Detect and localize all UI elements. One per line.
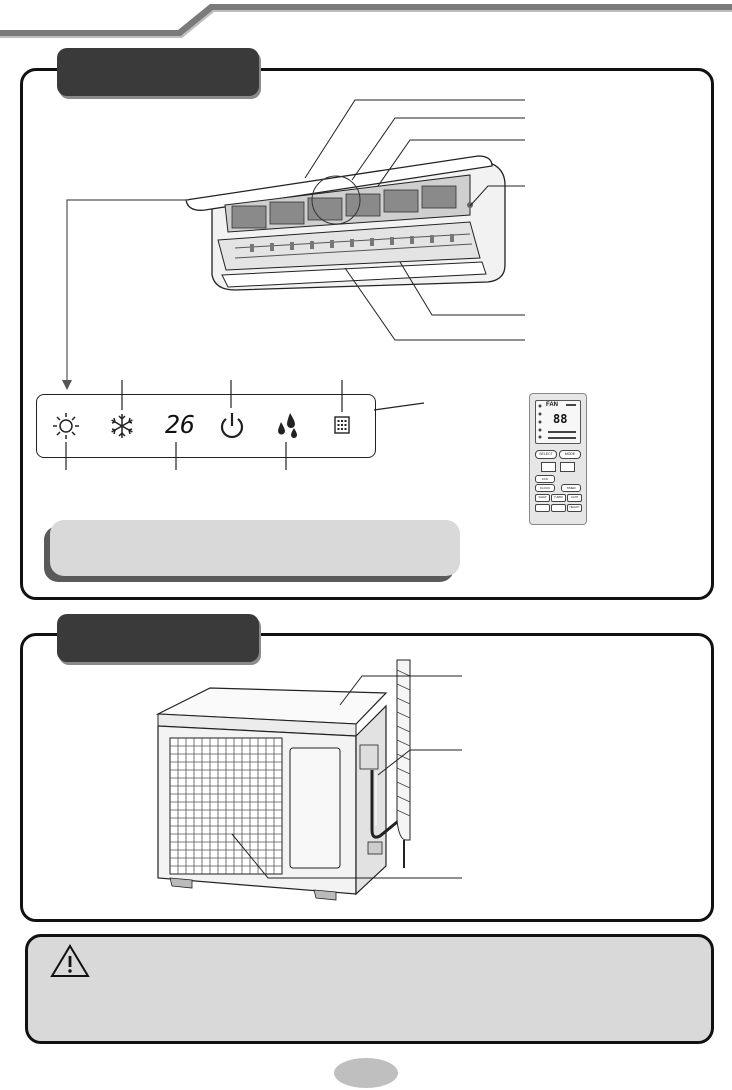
remote-button-label: CLOCK	[539, 486, 551, 490]
remote-button-label: LIGHT	[570, 496, 579, 499]
remote-lcd-glyphs	[538, 404, 576, 439]
water-drops-icon	[278, 413, 297, 438]
sun-icon	[53, 413, 79, 439]
remote-button-label: SELECT	[539, 452, 553, 456]
remote-button-label: MODE	[564, 452, 576, 456]
remote-button-label: SLEEP	[538, 496, 547, 499]
remote-button[interactable]: LIGHT	[567, 494, 582, 502]
indoor-unit-panel	[20, 68, 714, 600]
indoor-section-tab	[57, 48, 259, 96]
temperature-readout: 26	[164, 410, 196, 439]
grid-icon	[334, 416, 350, 434]
remote-button[interactable]: TURBO	[551, 494, 566, 502]
remote-button[interactable]	[535, 504, 550, 512]
remote-button[interactable]	[551, 504, 566, 512]
display-panel-icons	[65, 380, 425, 470]
remote-plus-button[interactable]	[560, 462, 575, 472]
remote-minus-button[interactable]	[541, 462, 556, 472]
remote-mode-text: FAN	[546, 402, 558, 408]
remote-button[interactable]: TIMER	[561, 484, 581, 492]
display-panel	[36, 394, 376, 458]
remote-button[interactable]: CLOCK	[535, 484, 555, 492]
remote-button-label: HEALTH	[569, 506, 580, 509]
remote-button-label: TURBO	[554, 496, 563, 499]
snowflake-icon	[111, 414, 133, 438]
outdoor-section-tab	[57, 614, 259, 662]
remote-button-label: FAN	[542, 477, 548, 481]
remote-button[interactable]: SLEEP	[535, 494, 550, 502]
remote-button[interactable]: SELECT	[535, 450, 557, 459]
warning-triangle-icon	[50, 944, 90, 977]
page-number-badge	[334, 1058, 398, 1088]
remote-buttons: SELECT MODE FAN CLOCK TIMER SLEEP TURBO …	[533, 450, 583, 520]
power-icon	[220, 413, 244, 439]
indoor-unit-illustration	[185, 99, 525, 341]
remote-button[interactable]: HEALTH	[567, 504, 582, 512]
indoor-note-box	[50, 520, 460, 576]
remote-button-label: TIMER	[566, 486, 576, 490]
remote-temp-text: 88	[553, 412, 568, 426]
header-bar	[0, 4, 732, 38]
remote-button[interactable]: FAN	[535, 475, 555, 483]
remote-button[interactable]: MODE	[559, 450, 581, 459]
remote-lcd	[535, 400, 581, 444]
display-pointer-arrow	[62, 199, 189, 390]
caution-box	[25, 934, 714, 1044]
outdoor-unit-illustration	[155, 659, 462, 901]
